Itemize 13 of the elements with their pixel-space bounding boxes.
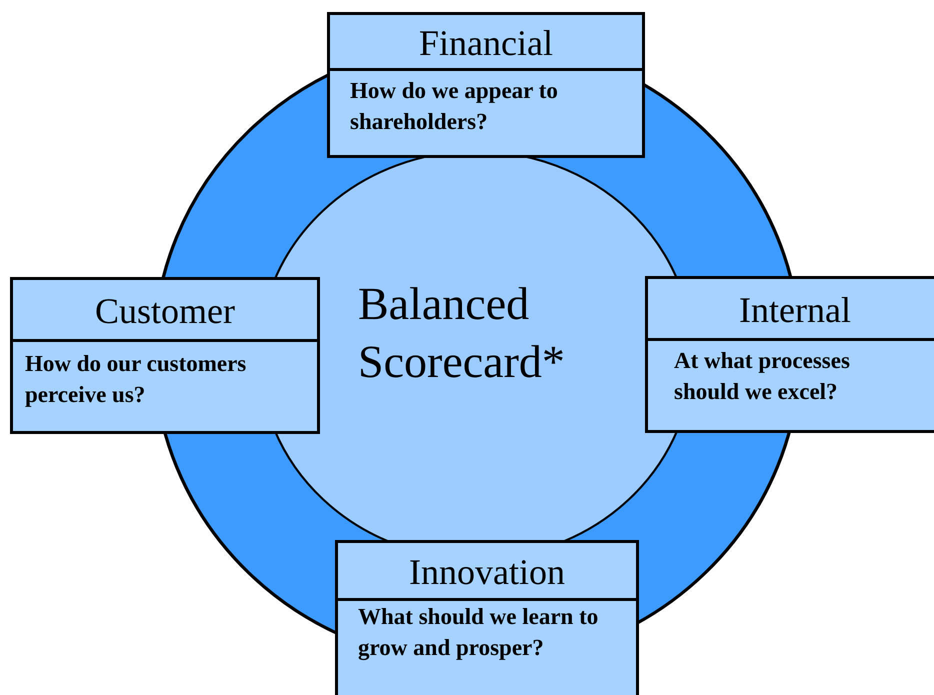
box-question: What should we learn to grow and prosper? [358,603,600,662]
center-title: Balanced Scorecard* [358,277,566,389]
box-heading: Internal [739,290,851,330]
perspective-box [335,540,639,695]
box-question: How do we appear to shareholders? [350,77,559,136]
perspective-box [10,277,320,434]
box-question: At what processes should we excel? [674,347,851,406]
box-heading: Customer [95,291,235,331]
box-heading: Innovation [409,552,565,592]
box-question: How do our customers perceive us? [25,350,248,409]
perspective-box [645,276,934,433]
box-heading: Financial [419,23,553,63]
perspective-box [327,12,645,158]
